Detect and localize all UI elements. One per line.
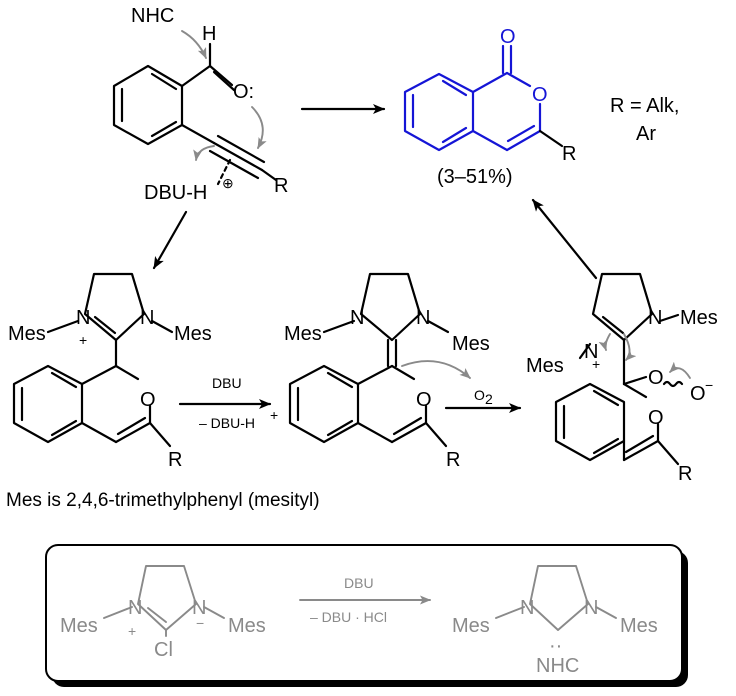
product-r-label: R [562, 143, 576, 165]
int2-r-label: R [446, 449, 460, 471]
int3-ring-o: O [648, 407, 664, 429]
int3-n-right: N [648, 307, 662, 329]
int2-ring-o: O [416, 389, 432, 411]
dbu-reagent-label: DBU [212, 375, 242, 391]
int3-arrow-1 [623, 333, 637, 361]
nhc-attack-arrow [181, 30, 207, 59]
o2-subscript: 2 [485, 391, 493, 407]
int1-n-left: N [76, 307, 90, 329]
int3-peroxy-o: O [648, 367, 664, 389]
int1-mes-right: Mes [174, 323, 212, 345]
carbonyl-arrow [251, 106, 267, 149]
int2-n-right: N [416, 307, 430, 329]
carbonyl-oxygen-label: O: [233, 81, 254, 103]
int3-r-label: R [678, 463, 692, 485]
int2-mes-right: Mes [452, 333, 490, 355]
product-yield: (3–51%) [437, 166, 513, 188]
imidazolinium-chloride-salt [103, 565, 225, 637]
dbu-h-superscript: + [270, 407, 278, 423]
int3-neg-charge: − [705, 377, 713, 393]
int1-r-label: R [168, 449, 182, 471]
salt-mes-left: Mes [60, 615, 98, 637]
int3-o-minus: O [690, 383, 706, 405]
intermediate-deoxy-breslow [288, 272, 450, 448]
r-definition-line-2: Ar [636, 123, 656, 145]
int1-ring-o: O [140, 389, 156, 411]
int3-arrow-2 [598, 333, 611, 351]
int3-plus-charge: + [592, 356, 600, 372]
dbu-h-byproduct: – DBU-H [199, 415, 255, 431]
isocoumarin-product [403, 44, 564, 152]
int3-mes-left: Mes [526, 355, 564, 377]
int2-mes-left: Mes [284, 323, 322, 345]
int3-n-left: N [584, 341, 598, 363]
int1-mes-left: Mes [8, 323, 46, 345]
salt-chloride: Cl [154, 639, 173, 661]
int2-n-left: N [350, 307, 364, 329]
oxygen-attack-arrow [401, 360, 471, 379]
int1-n-right: N [140, 307, 154, 329]
starting-alkynyl-benzaldehyde [112, 42, 278, 186]
box-dbu-label: DBU [344, 575, 374, 591]
mesityl-caption: Mes is 2,4,6-trimethylphenyl (mesityl) [6, 490, 320, 511]
aldehyde-h-label: H [202, 23, 216, 45]
int3-arrow-3 [669, 361, 691, 379]
product-ring-o: O [532, 84, 548, 106]
nhc-mes-right: Mes [620, 615, 658, 637]
arrow-up-to-product [531, 198, 598, 280]
nhc-mes-left: Mes [452, 615, 490, 637]
dbu-h-charge: ⊕ [222, 175, 234, 191]
nhc-label-box: NHC [536, 655, 579, 677]
r-definition-line-1: R = Alk, [610, 95, 679, 117]
o2-label: O [474, 387, 485, 403]
nhc-n-left: N [520, 597, 534, 619]
int3-mes-right: Mes [680, 307, 718, 329]
intermediate-imidazolium-adduct [12, 272, 174, 448]
salt-n-left: N [128, 597, 142, 619]
nhc-generation-box [45, 544, 683, 682]
salt-mes-right: Mes [228, 615, 266, 637]
dbu-h-label: DBU-H [144, 182, 207, 204]
arrow-to-intermediate-1 [152, 210, 188, 270]
salt-n-right: N [192, 597, 206, 619]
nhc-label: NHC [131, 5, 174, 27]
carbene-lone-pair: ·· [549, 635, 562, 657]
free-nhc-carbene [495, 565, 617, 631]
proton-arrow [193, 145, 215, 161]
salt-plus-charge: + [128, 623, 136, 639]
box-dbu-hcl-label: – DBU · HCl [310, 609, 387, 625]
alkyne-r-label: R [274, 175, 288, 197]
intermediate-peroxide [554, 272, 684, 466]
nhc-n-right: N [584, 597, 598, 619]
int1-plus-charge: + [79, 332, 87, 348]
product-carbonyl-o: O [500, 26, 516, 48]
salt-minus-charge: − [196, 615, 204, 631]
